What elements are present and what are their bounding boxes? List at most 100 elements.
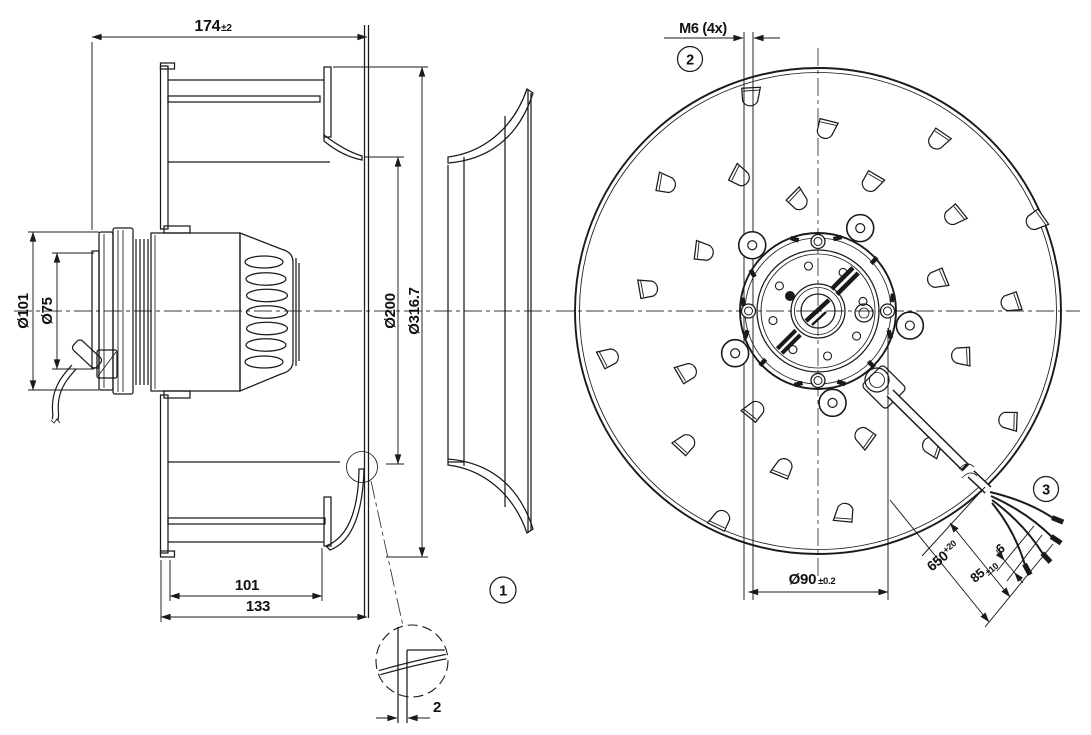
blade-outline (816, 117, 840, 140)
blade-mark (928, 127, 953, 150)
detail-boundary (375, 624, 449, 698)
blade-lip-line (696, 241, 700, 259)
blade-mark (740, 400, 765, 424)
blade-outline (926, 267, 950, 288)
stripped-wires (989, 491, 1065, 576)
stator-housing (150, 232, 241, 392)
rotor-bell (239, 232, 294, 392)
balance-tick (742, 329, 750, 340)
blade-lip-line (742, 89, 760, 92)
blade-lip-line (640, 280, 645, 297)
dim-outer-dia: Ø316.7 (406, 287, 423, 334)
dim-impeller-width: 101 (235, 577, 259, 594)
mount-boss-hole (827, 397, 838, 408)
impeller-rim-outer (574, 67, 1062, 555)
flange-screw (810, 372, 826, 389)
mount-boss-hole (747, 240, 758, 251)
mount-boss-hole (730, 348, 741, 359)
blade-lip-line (772, 469, 788, 477)
index-dot (785, 291, 795, 301)
impeller-back-plate (159, 62, 176, 558)
dim-overall-depth: 174±2 (194, 18, 232, 35)
dim-strip-length: 85±10 (967, 555, 1000, 587)
wire (990, 495, 1053, 538)
balance-tick (789, 235, 800, 243)
dim-mount-thread: M6 (4x) (679, 21, 727, 37)
balance-tick (836, 379, 847, 387)
blade-mark (1025, 208, 1050, 230)
blade-lip-line (1035, 211, 1047, 226)
blade-lip-line (599, 351, 608, 367)
balance-tick (793, 380, 804, 388)
blade-mark (950, 346, 971, 367)
blade-outline (595, 348, 619, 370)
blade-mark (727, 162, 750, 187)
dim-pitch-dia: Ø90±0.2 (789, 571, 836, 588)
callout-1-label: 1 (499, 584, 507, 600)
wire (991, 499, 1044, 555)
balance-tick (758, 357, 768, 368)
blade-outline (1025, 208, 1050, 230)
wire (991, 502, 1026, 566)
dim-mount-depth: 133 (246, 598, 270, 615)
front-view: 3 M6 (4x) 2 Ø90±0.2 (556, 21, 1080, 628)
blade-mark (741, 86, 762, 107)
blade-lip-line (863, 433, 874, 448)
motor-label-bars-2 (775, 328, 802, 355)
blade-mark (816, 117, 840, 140)
blade-outline (950, 346, 971, 367)
flange-screws (740, 233, 896, 389)
blade-mark (673, 363, 697, 385)
detail-view: 2 (375, 624, 449, 723)
side-view: 174±2 Ø101 Ø75 Ø200 Ø316.7 101 133 (14, 18, 552, 627)
blade-mark (998, 411, 1018, 433)
face-hole (768, 316, 778, 326)
shroud-lip-bottom (324, 468, 365, 551)
detail-marker-circle (346, 451, 378, 483)
impeller-drum (167, 66, 365, 551)
wire-tip (1022, 562, 1033, 576)
blade-lip-line (676, 367, 687, 382)
dim-inlet-dia: Ø200 (382, 293, 399, 329)
blade-lip-line (939, 269, 947, 286)
balance-tick (832, 234, 843, 242)
blade-lip-line (867, 173, 883, 183)
blade-mark (706, 509, 731, 532)
blade-outline (670, 434, 696, 457)
flange-screw (879, 303, 896, 319)
balance-tick (889, 293, 896, 303)
cable-break-symbol (958, 463, 978, 479)
blade-lip-line (709, 520, 725, 529)
blade-outline (854, 426, 877, 452)
shaft-end (800, 293, 836, 329)
face-hole (788, 345, 798, 355)
blade-lip-line (820, 121, 837, 126)
balance-tick (886, 329, 894, 340)
motor-mount-bosses (720, 213, 925, 418)
motor-label-bars (830, 266, 860, 296)
face-holes (768, 261, 868, 361)
dim-gap: 2 (433, 699, 441, 716)
blade-mark (637, 279, 659, 300)
face-hole (803, 261, 813, 271)
impeller-blade-marks (595, 86, 1050, 532)
blade-mark (769, 458, 793, 480)
dim-hub-dia: Ø75 (39, 297, 56, 324)
blade-lip-line (1013, 293, 1020, 310)
pitch-circle-dimension: Ø90±0.2 (748, 571, 889, 596)
blade-lip-line (674, 441, 688, 454)
blade-outline (785, 185, 808, 211)
inlet-ring (447, 88, 534, 534)
callout-3-badge: 3 (1032, 475, 1060, 503)
blade-mark (670, 434, 696, 457)
face-hole (774, 281, 784, 291)
blade-outline (693, 239, 714, 261)
blade-outline (655, 171, 677, 194)
callout-3-label: 3 (1042, 483, 1050, 499)
blade-outline (928, 127, 953, 150)
impeller-rim-inner (579, 72, 1057, 550)
side-view-dimensions: 174±2 Ø101 Ø75 Ø200 Ø316.7 101 133 (15, 18, 428, 622)
mount-boss-hole (904, 320, 915, 331)
wire (989, 491, 1054, 519)
dim-wire-tip: 6 (993, 541, 1008, 557)
